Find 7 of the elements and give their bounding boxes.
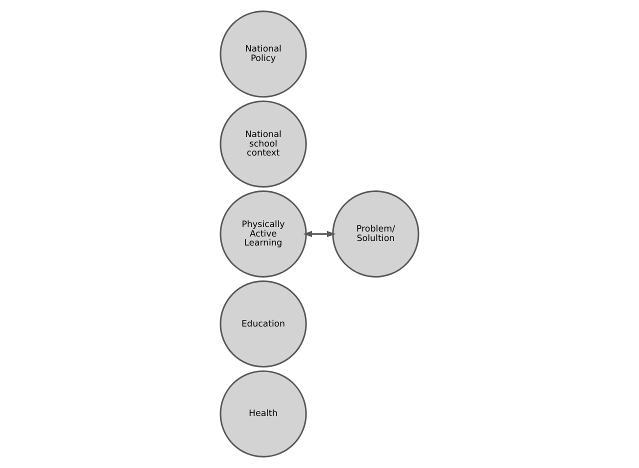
node-circle: Health xyxy=(220,370,307,458)
arrow xyxy=(303,230,336,238)
node-circle: Education xyxy=(220,280,307,368)
node-circle: Physically Active Learning xyxy=(220,190,307,278)
node-circle: National Policy xyxy=(220,10,307,98)
node-circle: National school context xyxy=(220,100,307,188)
node-circle: Problem/ Solultion xyxy=(332,190,420,278)
